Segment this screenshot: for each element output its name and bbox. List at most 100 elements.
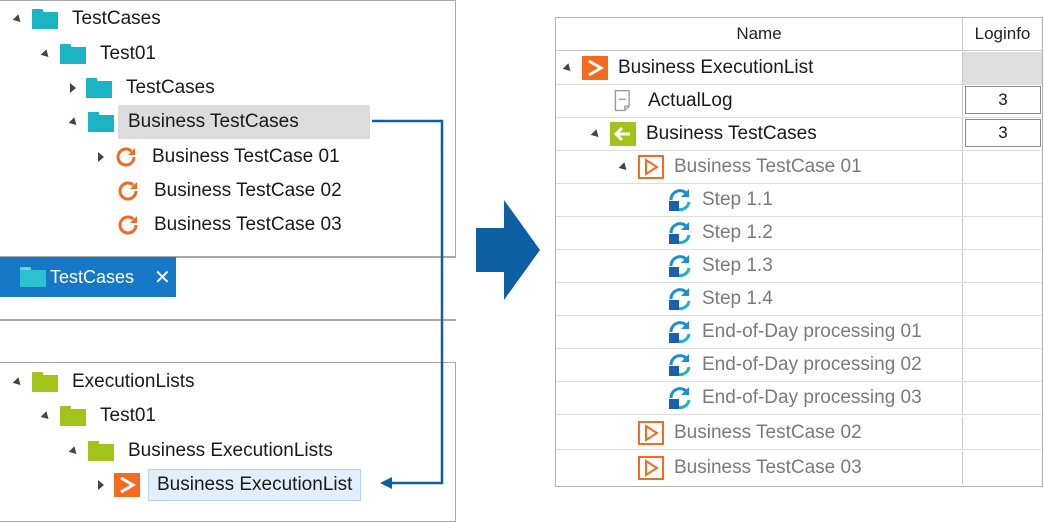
grid-row-step[interactable]: Step 1.1 (556, 184, 1042, 217)
row-label: Business TestCase 03 (674, 457, 862, 478)
row-label: Step 1.4 (702, 288, 773, 309)
loginfo-cell (962, 151, 1042, 183)
tree-item-label: Test01 (100, 43, 156, 64)
teststep-icon (669, 288, 691, 311)
row-label: Business TestCases (646, 123, 817, 144)
tree-item-testcase-01[interactable]: Business TestCase 01 (98, 144, 340, 170)
folder-icon (86, 78, 112, 98)
grid-row-testcase-01[interactable]: Business TestCase 01 (556, 151, 1042, 184)
testcase-instance-icon (638, 421, 664, 445)
tree-item-business-executionlist[interactable]: Business ExecutionList (98, 469, 362, 501)
row-label: End-of-Day processing 01 (702, 321, 922, 342)
tree-item-test01[interactable]: Test01 (40, 41, 156, 67)
tree-item-testcases-root[interactable]: TestCases (12, 6, 161, 32)
collapse-icon[interactable] (68, 445, 80, 457)
loginfo-value-field[interactable]: 3 (965, 119, 1041, 147)
grid-row-actual-log[interactable]: ActualLog 3 (556, 85, 1042, 118)
folder-icon (32, 372, 58, 392)
testcase-instance-icon (638, 155, 664, 179)
loginfo-cell (962, 250, 1042, 282)
collapse-icon[interactable] (618, 161, 630, 173)
divider (176, 257, 456, 258)
grid-row-step[interactable]: Step 1.4 (556, 283, 1042, 316)
teststep-icon (669, 255, 691, 278)
collapse-icon[interactable] (68, 116, 80, 128)
grid-row-step[interactable]: End-of-Day processing 02 (556, 349, 1042, 382)
folder-icon (32, 9, 58, 29)
tree-item-testcase-03[interactable]: Business TestCase 03 (98, 212, 342, 238)
tree-item-business-executionlists[interactable]: Business ExecutionLists (68, 438, 333, 464)
testcase-folder-link-icon (610, 122, 636, 146)
row-label: Business TestCase 02 (674, 422, 862, 443)
row-label: Step 1.3 (702, 255, 773, 276)
tree-item-el-test01[interactable]: Test01 (40, 403, 156, 429)
tree-item-label: ExecutionLists (72, 371, 195, 392)
collapse-icon[interactable] (12, 376, 24, 388)
tree-item-testcase-02[interactable]: Business TestCase 02 (98, 178, 342, 204)
grid-row-step[interactable]: End-of-Day processing 01 (556, 316, 1042, 349)
loginfo-cell (962, 316, 1042, 348)
grid-row-testcase-02[interactable]: Business TestCase 02 (556, 417, 1042, 450)
tree-item-label-selected: Business ExecutionList (148, 469, 362, 501)
tree-item-label-selected: Business TestCases (118, 105, 370, 139)
grid-row-execution-list[interactable]: Business ExecutionList (556, 52, 1042, 85)
row-label: ActualLog (648, 90, 733, 111)
folder-icon (88, 112, 114, 132)
tree-item-executionlists-root[interactable]: ExecutionLists (12, 369, 195, 395)
folder-icon (60, 406, 86, 426)
tab-testcases[interactable]: TestCases ✕ (0, 257, 176, 297)
column-header-loginfo[interactable]: Loginfo (962, 18, 1042, 51)
row-label: Business TestCase 01 (674, 156, 862, 177)
loginfo-cell (962, 217, 1042, 249)
close-icon[interactable]: ✕ (154, 266, 171, 289)
loginfo-cell (962, 52, 1042, 84)
grid-row-business-testcases[interactable]: Business TestCases 3 (556, 118, 1042, 151)
expand-icon[interactable] (70, 83, 76, 93)
testcase-icon (118, 181, 138, 201)
loginfo-cell (962, 349, 1042, 381)
folder-icon (20, 267, 46, 287)
expand-icon[interactable] (98, 152, 104, 162)
drag-connector-arrow (372, 119, 444, 489)
collapse-icon[interactable] (40, 48, 52, 60)
tree-item-label: TestCases (72, 8, 161, 29)
tree-item-business-testcases[interactable]: Business TestCases (68, 105, 370, 139)
collapse-icon[interactable] (12, 13, 24, 25)
collapse-icon[interactable] (590, 128, 602, 140)
row-label: Step 1.2 (702, 222, 773, 243)
tree-item-label: Business TestCase 01 (152, 146, 340, 167)
loginfo-cell: 3 (962, 85, 1042, 117)
tree-item-label: Business TestCase 03 (154, 214, 342, 235)
loginfo-value-field[interactable]: 3 (965, 86, 1041, 114)
expand-icon[interactable] (98, 480, 104, 490)
row-label: Business ExecutionList (618, 57, 814, 78)
tree-item-sub-testcases[interactable]: TestCases (70, 75, 215, 101)
grid-row-step[interactable]: Step 1.2 (556, 217, 1042, 250)
row-label: End-of-Day processing 03 (702, 387, 922, 408)
loginfo-cell (962, 283, 1042, 315)
grid-row-step[interactable]: Step 1.3 (556, 250, 1042, 283)
divider (0, 319, 456, 321)
loginfo-cell (962, 417, 1042, 449)
grid-row-testcase-03[interactable]: Business TestCase 03 (556, 452, 1042, 485)
testcase-instance-icon (638, 456, 664, 480)
testcase-icon (118, 215, 138, 235)
teststep-icon (669, 189, 691, 212)
execution-list-icon (582, 56, 608, 80)
column-header-name[interactable]: Name (556, 18, 962, 51)
teststep-icon (669, 354, 691, 377)
teststep-icon (669, 222, 691, 245)
big-right-arrow-icon (476, 200, 540, 300)
teststep-icon (669, 321, 691, 344)
loginfo-cell (962, 184, 1042, 216)
tree-item-label: Business ExecutionLists (128, 440, 333, 461)
loginfo-cell: 3 (962, 118, 1042, 150)
grid-row-step[interactable]: End-of-Day processing 03 (556, 382, 1042, 415)
execution-list-icon (114, 473, 140, 497)
collapse-icon[interactable] (562, 62, 574, 74)
collapse-icon[interactable] (40, 410, 52, 422)
row-label: End-of-Day processing 02 (702, 354, 922, 375)
tree-item-label: TestCases (126, 77, 215, 98)
folder-icon (60, 44, 86, 64)
tree-item-label: Business TestCase 02 (154, 180, 342, 201)
